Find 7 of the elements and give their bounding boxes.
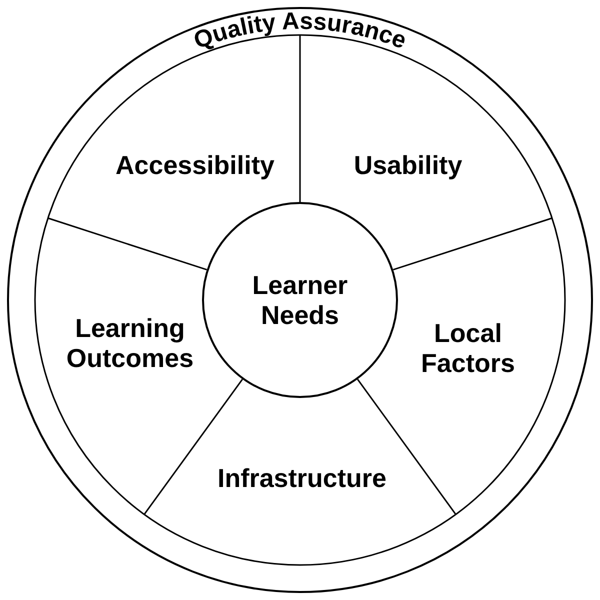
center-label: Learner Needs [251, 270, 349, 330]
sector-label: Local Factors [403, 318, 533, 378]
ring-title: Quality Assurance [190, 8, 410, 55]
sector-label: Accessibility [95, 150, 295, 180]
sector-label: Usability [328, 150, 488, 180]
sector-label: Infrastructure [202, 463, 402, 493]
sector-label: Learning Outcomes [50, 313, 210, 373]
